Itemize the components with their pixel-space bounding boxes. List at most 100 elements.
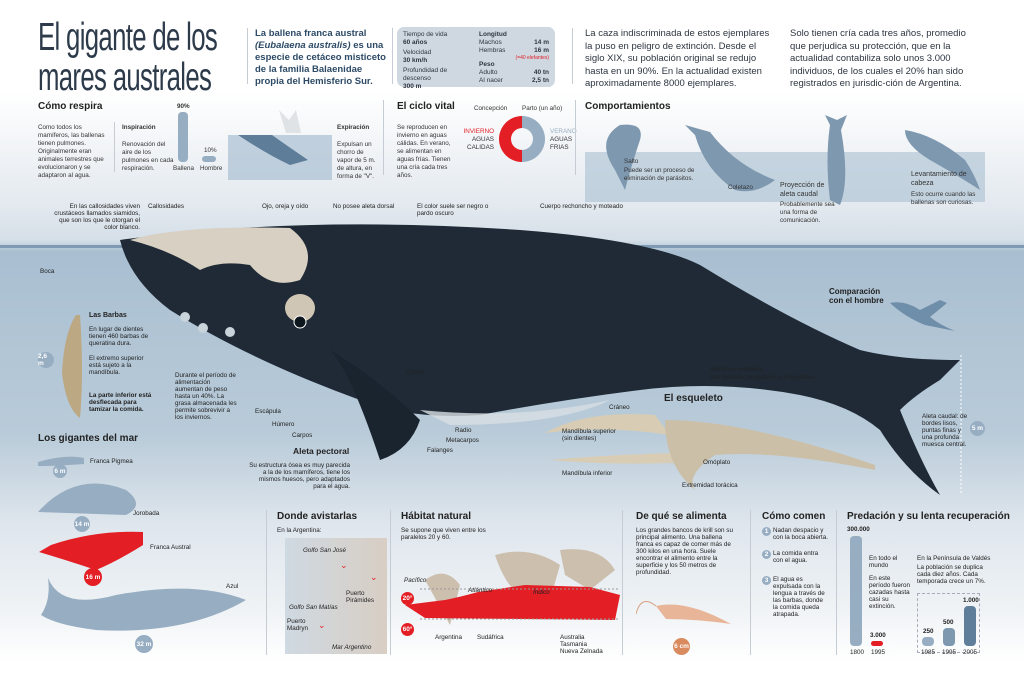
bar-year: 1985	[921, 649, 936, 656]
whale-pct: 90%	[177, 103, 190, 110]
baleen-title: Las Barbas	[89, 312, 127, 319]
cycle-text: Se reproducen en invierno en aguas cálid…	[397, 124, 451, 179]
map-label: Golfo San José	[303, 547, 347, 554]
ventral-title: Manchas ventrales	[710, 366, 763, 373]
baleen-text: La parte inferior está desflecada para t…	[89, 392, 152, 413]
bar-year: 1995	[942, 649, 957, 656]
baleen-text: En lugar de dientes tienen 460 barbas de…	[89, 326, 149, 347]
behavior-name: Levantamiento de cabeza	[911, 171, 967, 187]
spouting-whale-illustration	[228, 110, 332, 180]
breeding-paragraph: Solo tienen cría cada tres años, promedi…	[790, 28, 966, 89]
world-title: En todo el mundo	[869, 555, 898, 569]
divider	[572, 28, 573, 84]
breath-title: Cómo respira	[38, 101, 103, 112]
habitat-text: Se supone que viven entre los paralelos …	[401, 527, 486, 541]
fin-title: Aleta pectoral	[293, 446, 350, 456]
human-label: Hombre	[200, 165, 223, 172]
habitat-map	[405, 549, 620, 625]
bar-1995-valdes	[943, 628, 955, 646]
step-text: Nadan despacio y con la boca abierta.	[773, 527, 828, 541]
giants-silhouettes	[38, 456, 246, 631]
bar-value: 250	[923, 628, 934, 635]
bar-year: 1800	[850, 649, 865, 656]
divider	[114, 122, 115, 172]
divider	[247, 28, 248, 84]
ocean-label: Atlántico	[468, 587, 493, 594]
skeleton-illustration	[545, 414, 875, 490]
bar-1985	[922, 637, 934, 646]
expiration-title: Expiración	[337, 124, 370, 131]
breath-text: Como todos los mamíferos, las ballenas t…	[38, 124, 105, 179]
ventral-text: son blancas, irregulares e irrepetibles.	[710, 374, 817, 381]
body-label: Cuerpo rechoncho y moteado	[540, 203, 623, 210]
world-text: En este período fueron cazadas hasta cas…	[869, 575, 910, 610]
divider	[392, 28, 393, 84]
skeleton-label: Omóplato	[703, 459, 731, 466]
latitude-badge: 20°	[401, 592, 414, 605]
divider	[836, 510, 837, 655]
bar-value: 3.000	[870, 632, 886, 639]
latitude-badge: 60°	[401, 623, 414, 636]
whale-sighting-icon: ⌄	[318, 620, 326, 630]
bone-label: Falanges	[427, 447, 453, 454]
tail-note: Aleta caudal: de bordes lisos, puntas fi…	[922, 413, 968, 448]
step-number: 3	[762, 576, 771, 585]
bone-label: Carpos	[292, 432, 313, 439]
bone-label: Húmero	[272, 421, 295, 428]
krill-size-badge: 6 cm	[673, 638, 690, 655]
food-text: Los grandes bancos de krill son su princ…	[636, 527, 733, 576]
giant-size-badge: 16 m	[84, 568, 102, 586]
bar-2005	[964, 606, 976, 646]
skeleton-label: Mandíbula inferior	[562, 470, 613, 477]
food-title: De qué se alimenta	[636, 511, 727, 522]
step-text: El agua es expulsada con la lengua a tra…	[773, 576, 825, 618]
fat-note: Durante el período de alimentación aumen…	[175, 372, 237, 421]
baleen-size-badge: 2,6 m	[38, 352, 54, 368]
behavior-desc: Puede ser un proceso de eliminación de p…	[624, 167, 695, 182]
inspiration-title: Inspiración	[122, 124, 156, 131]
cycle-title: El ciclo vital	[397, 101, 455, 112]
color-label: El color suele ser negro o pardo oscuro	[417, 203, 489, 217]
whale-label: Ballena	[173, 165, 195, 172]
bar-value: 300.000	[847, 526, 870, 533]
step-text: La comida entra con el agua.	[773, 550, 819, 564]
human-lung-bar	[202, 156, 216, 162]
diver-icon	[890, 300, 955, 331]
bar-1995-world	[871, 641, 883, 646]
behavior-name: Proyección de aleta caudal	[780, 182, 825, 198]
bar-year: 2005	[963, 649, 978, 656]
birth-label: Parto (un año)	[522, 105, 563, 112]
divider	[266, 510, 267, 655]
divider	[750, 510, 751, 655]
giant-name: Azul	[226, 583, 239, 590]
right-whale-illustration	[0, 224, 1024, 495]
valdes-text: La población se duplica cada diez años. …	[917, 564, 986, 585]
skeleton-label: Mandíbula superior (sin dientes)	[562, 428, 616, 442]
behavior-name: Coletazo	[728, 184, 753, 191]
expiration-text: Expulsan un chorro de vapor de 5 m. de a…	[337, 141, 376, 180]
giant-size-badge: 32 m	[135, 635, 153, 653]
map-label: Puerto Pirámides	[346, 590, 374, 604]
habitat-title: Hábitat natural	[401, 511, 472, 522]
giant-name: Franca Austral	[150, 544, 191, 551]
divider	[383, 100, 384, 175]
behavior-name: Salto	[624, 158, 639, 165]
bar-value: 1.000	[963, 597, 979, 604]
ocean-label: Índico	[533, 589, 550, 596]
bone-label: Metacarpos	[446, 437, 479, 444]
skeleton-label: Cráneo	[609, 404, 630, 411]
map-label: Golfo San Matías	[289, 604, 338, 611]
cycle-donut	[499, 116, 545, 162]
baleen-illustration	[62, 315, 82, 418]
skeleton-label: Extremidad torácica	[682, 482, 738, 489]
tail-size-badge: 5 m	[970, 421, 985, 436]
skeleton-title: El esqueleto	[664, 393, 723, 404]
conception-label: Concepción	[474, 105, 508, 112]
habitat-place: Sudáfrica	[477, 634, 504, 641]
